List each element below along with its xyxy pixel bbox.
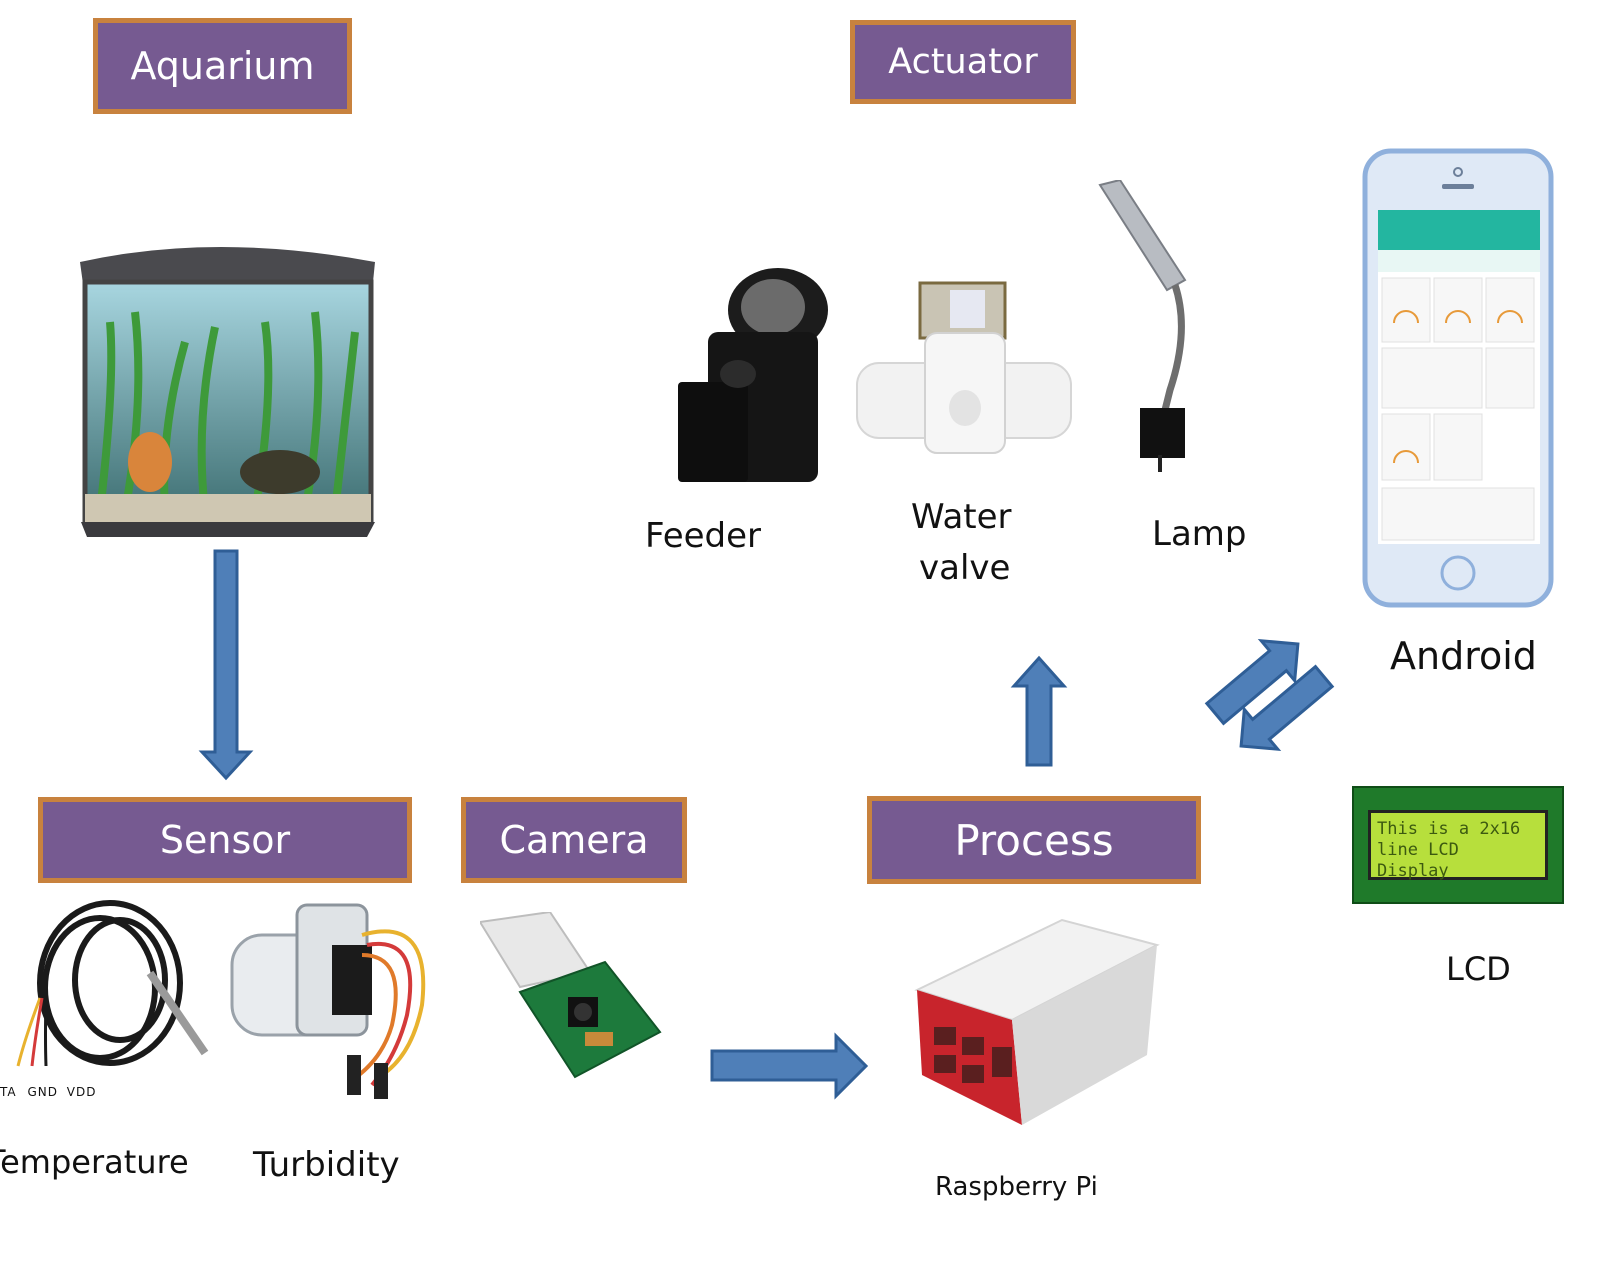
sensor-box-label: Sensor: [159, 818, 291, 862]
feeder-image: [678, 268, 828, 482]
arrow-down-left-icon: [1239, 664, 1335, 752]
actuator-box-label: Actuator: [888, 42, 1038, 82]
pin-vdd-label: VDD: [66, 1085, 97, 1099]
arrow-right-icon: [710, 1032, 869, 1100]
temperature-probe-image: [16, 900, 209, 1067]
android-label: Android: [1390, 634, 1537, 678]
arrow-up-right-icon: [1204, 638, 1300, 726]
camera-box-label: Camera: [499, 818, 649, 862]
sensor-box: Sensor: [38, 797, 412, 883]
arrow-down-icon: [198, 549, 254, 781]
water-valve-image: [856, 281, 1072, 454]
arrow-up-icon: [1010, 655, 1068, 767]
raspberry-pi-label: Raspberry Pi: [935, 1172, 1098, 1202]
lcd-display-image: This is a 2x16 line LCD Display: [1352, 786, 1564, 904]
aquarium-image: [80, 247, 375, 537]
turbidity-label: Turbidity: [253, 1145, 400, 1185]
sensor-pin-labels: TA GND VDD: [0, 1085, 96, 1099]
feeder-label: Feeder: [645, 516, 762, 556]
pin-data-label: TA: [0, 1085, 17, 1099]
lcd-label: LCD: [1446, 950, 1511, 988]
actuator-box: Actuator: [850, 20, 1076, 104]
turbidity-sensor-image: [230, 903, 426, 1099]
lcd-screen: This is a 2x16 line LCD Display: [1368, 810, 1548, 881]
process-box: Process: [867, 796, 1201, 884]
process-box-label: Process: [954, 815, 1114, 865]
camera-box: Camera: [461, 797, 687, 883]
pin-gnd-label: GND: [27, 1085, 58, 1099]
water-valve-label-line2: valve: [919, 548, 1011, 588]
water-valve-label-line1: Water: [911, 497, 1012, 537]
lamp-image: [1098, 180, 1187, 472]
lcd-line-2: line LCD Display: [1377, 840, 1459, 881]
raspberry-pi-case-image: [914, 918, 1160, 1125]
temperature-label: Temperature: [0, 1143, 189, 1181]
lcd-line-1: This is a 2x16: [1377, 819, 1521, 839]
aquarium-box-label: Aquarium: [130, 44, 315, 88]
android-phone-image: [1362, 148, 1554, 608]
aquarium-box: Aquarium: [93, 18, 352, 114]
lamp-label: Lamp: [1152, 514, 1247, 554]
camera-module-image: [480, 912, 662, 1079]
